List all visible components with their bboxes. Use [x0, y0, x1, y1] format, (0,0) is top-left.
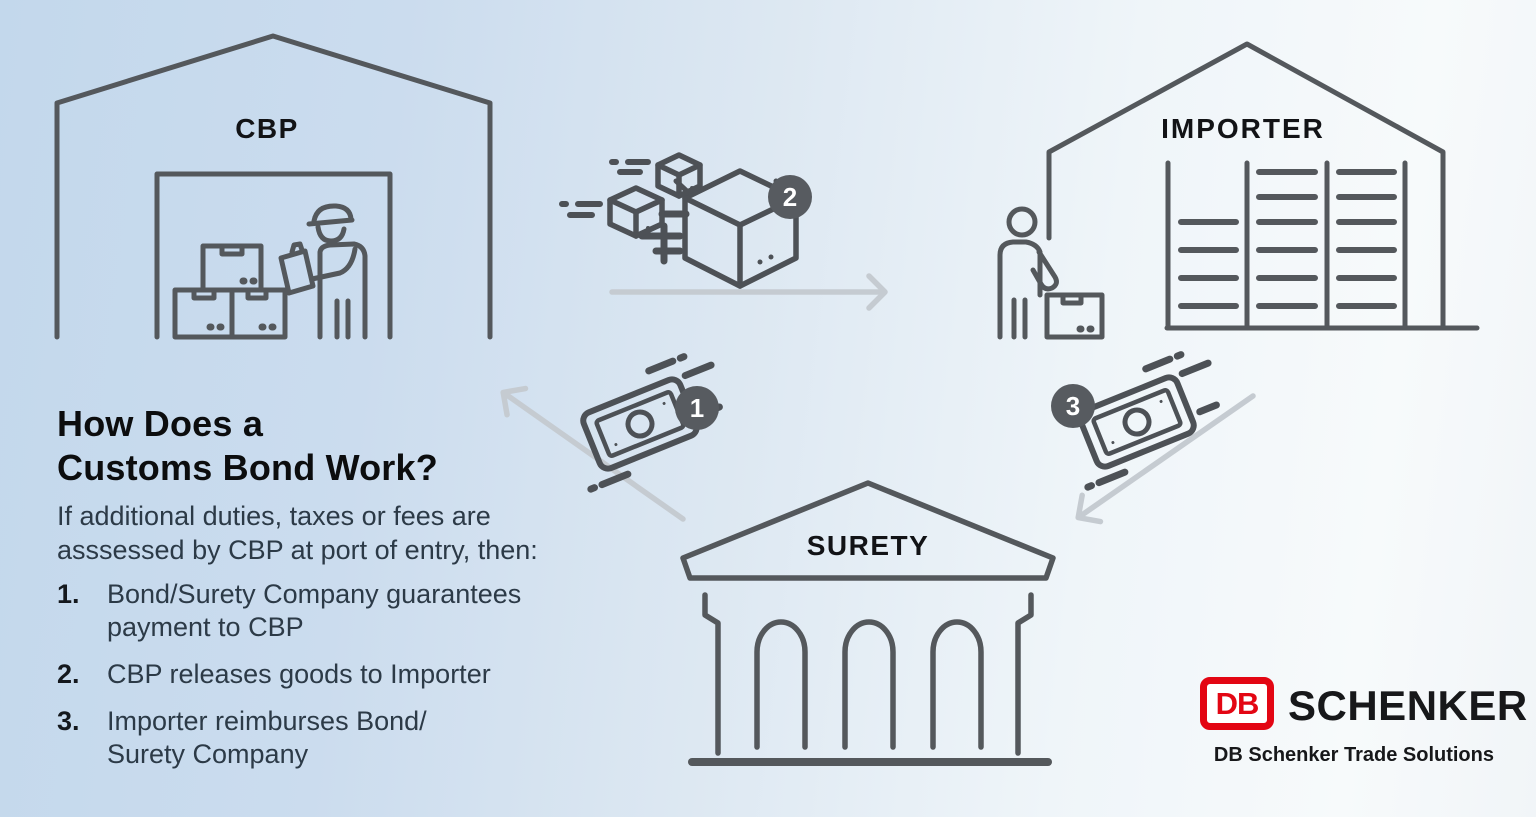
step-text: Importer reimburses Bond/ Surety Company: [107, 705, 427, 771]
step-badge-3: 3: [1051, 384, 1095, 428]
step-text-line: Bond/Surety Company guarantees: [107, 579, 522, 609]
shelf-rows: [1178, 169, 1397, 309]
step-text-line: CBP releases goods to Importer: [107, 659, 491, 689]
surety-label: SURETY: [806, 530, 930, 561]
arrow-importer-to-surety: [1075, 393, 1256, 525]
importer-person-icon: [997, 206, 1105, 340]
importer-label: IMPORTER: [1161, 113, 1325, 144]
steps-list: 1. Bond/Surety Company guarantees paymen…: [57, 578, 521, 771]
intro-text: If additional duties, taxes or fees are …: [57, 499, 538, 567]
step-number: 3.: [57, 706, 80, 736]
importer-building-icon: [1046, 41, 1480, 331]
schenker-wordmark: SCHENKER: [1288, 682, 1528, 729]
step-number: 2.: [57, 659, 80, 689]
logo-tagline: DB Schenker Trade Solutions: [1213, 744, 1494, 766]
page-title-line2: Customs Bond Work?: [57, 447, 438, 488]
cbp-building-icon: [54, 33, 493, 340]
list-item-3: 3. Importer reimburses Bond/ Surety Comp…: [57, 705, 521, 771]
intro-line2: asssessed by CBP at port of entry, then:: [57, 535, 538, 565]
list-item-2: 2. CBP releases goods to Importer: [57, 658, 521, 691]
step-badge-2: 2: [768, 175, 812, 219]
list-item-1: 1. Bond/Surety Company guarantees paymen…: [57, 578, 521, 644]
shipping-boxes-icon: [559, 152, 799, 289]
page-title-line1: How Does a: [57, 403, 264, 444]
step-text: CBP releases goods to Importer: [107, 658, 491, 691]
step-number: 1.: [57, 579, 80, 609]
surety-building-icon: [680, 480, 1056, 766]
page-title: How Does a Customs Bond Work?: [57, 402, 438, 490]
step-text-line: Importer reimburses Bond/: [107, 706, 427, 736]
cbp-label: CBP: [235, 113, 299, 144]
arrow-surety-to-cbp: [500, 385, 686, 522]
step-text-line: payment to CBP: [107, 612, 304, 642]
step-text-line: Surety Company: [107, 739, 309, 769]
intro-line1: If additional duties, taxes or fees are: [57, 501, 491, 531]
step-badge-1: 1: [675, 386, 719, 430]
db-logo: DB: [1200, 677, 1274, 730]
step-text: Bond/Surety Company guarantees payment t…: [107, 578, 521, 644]
